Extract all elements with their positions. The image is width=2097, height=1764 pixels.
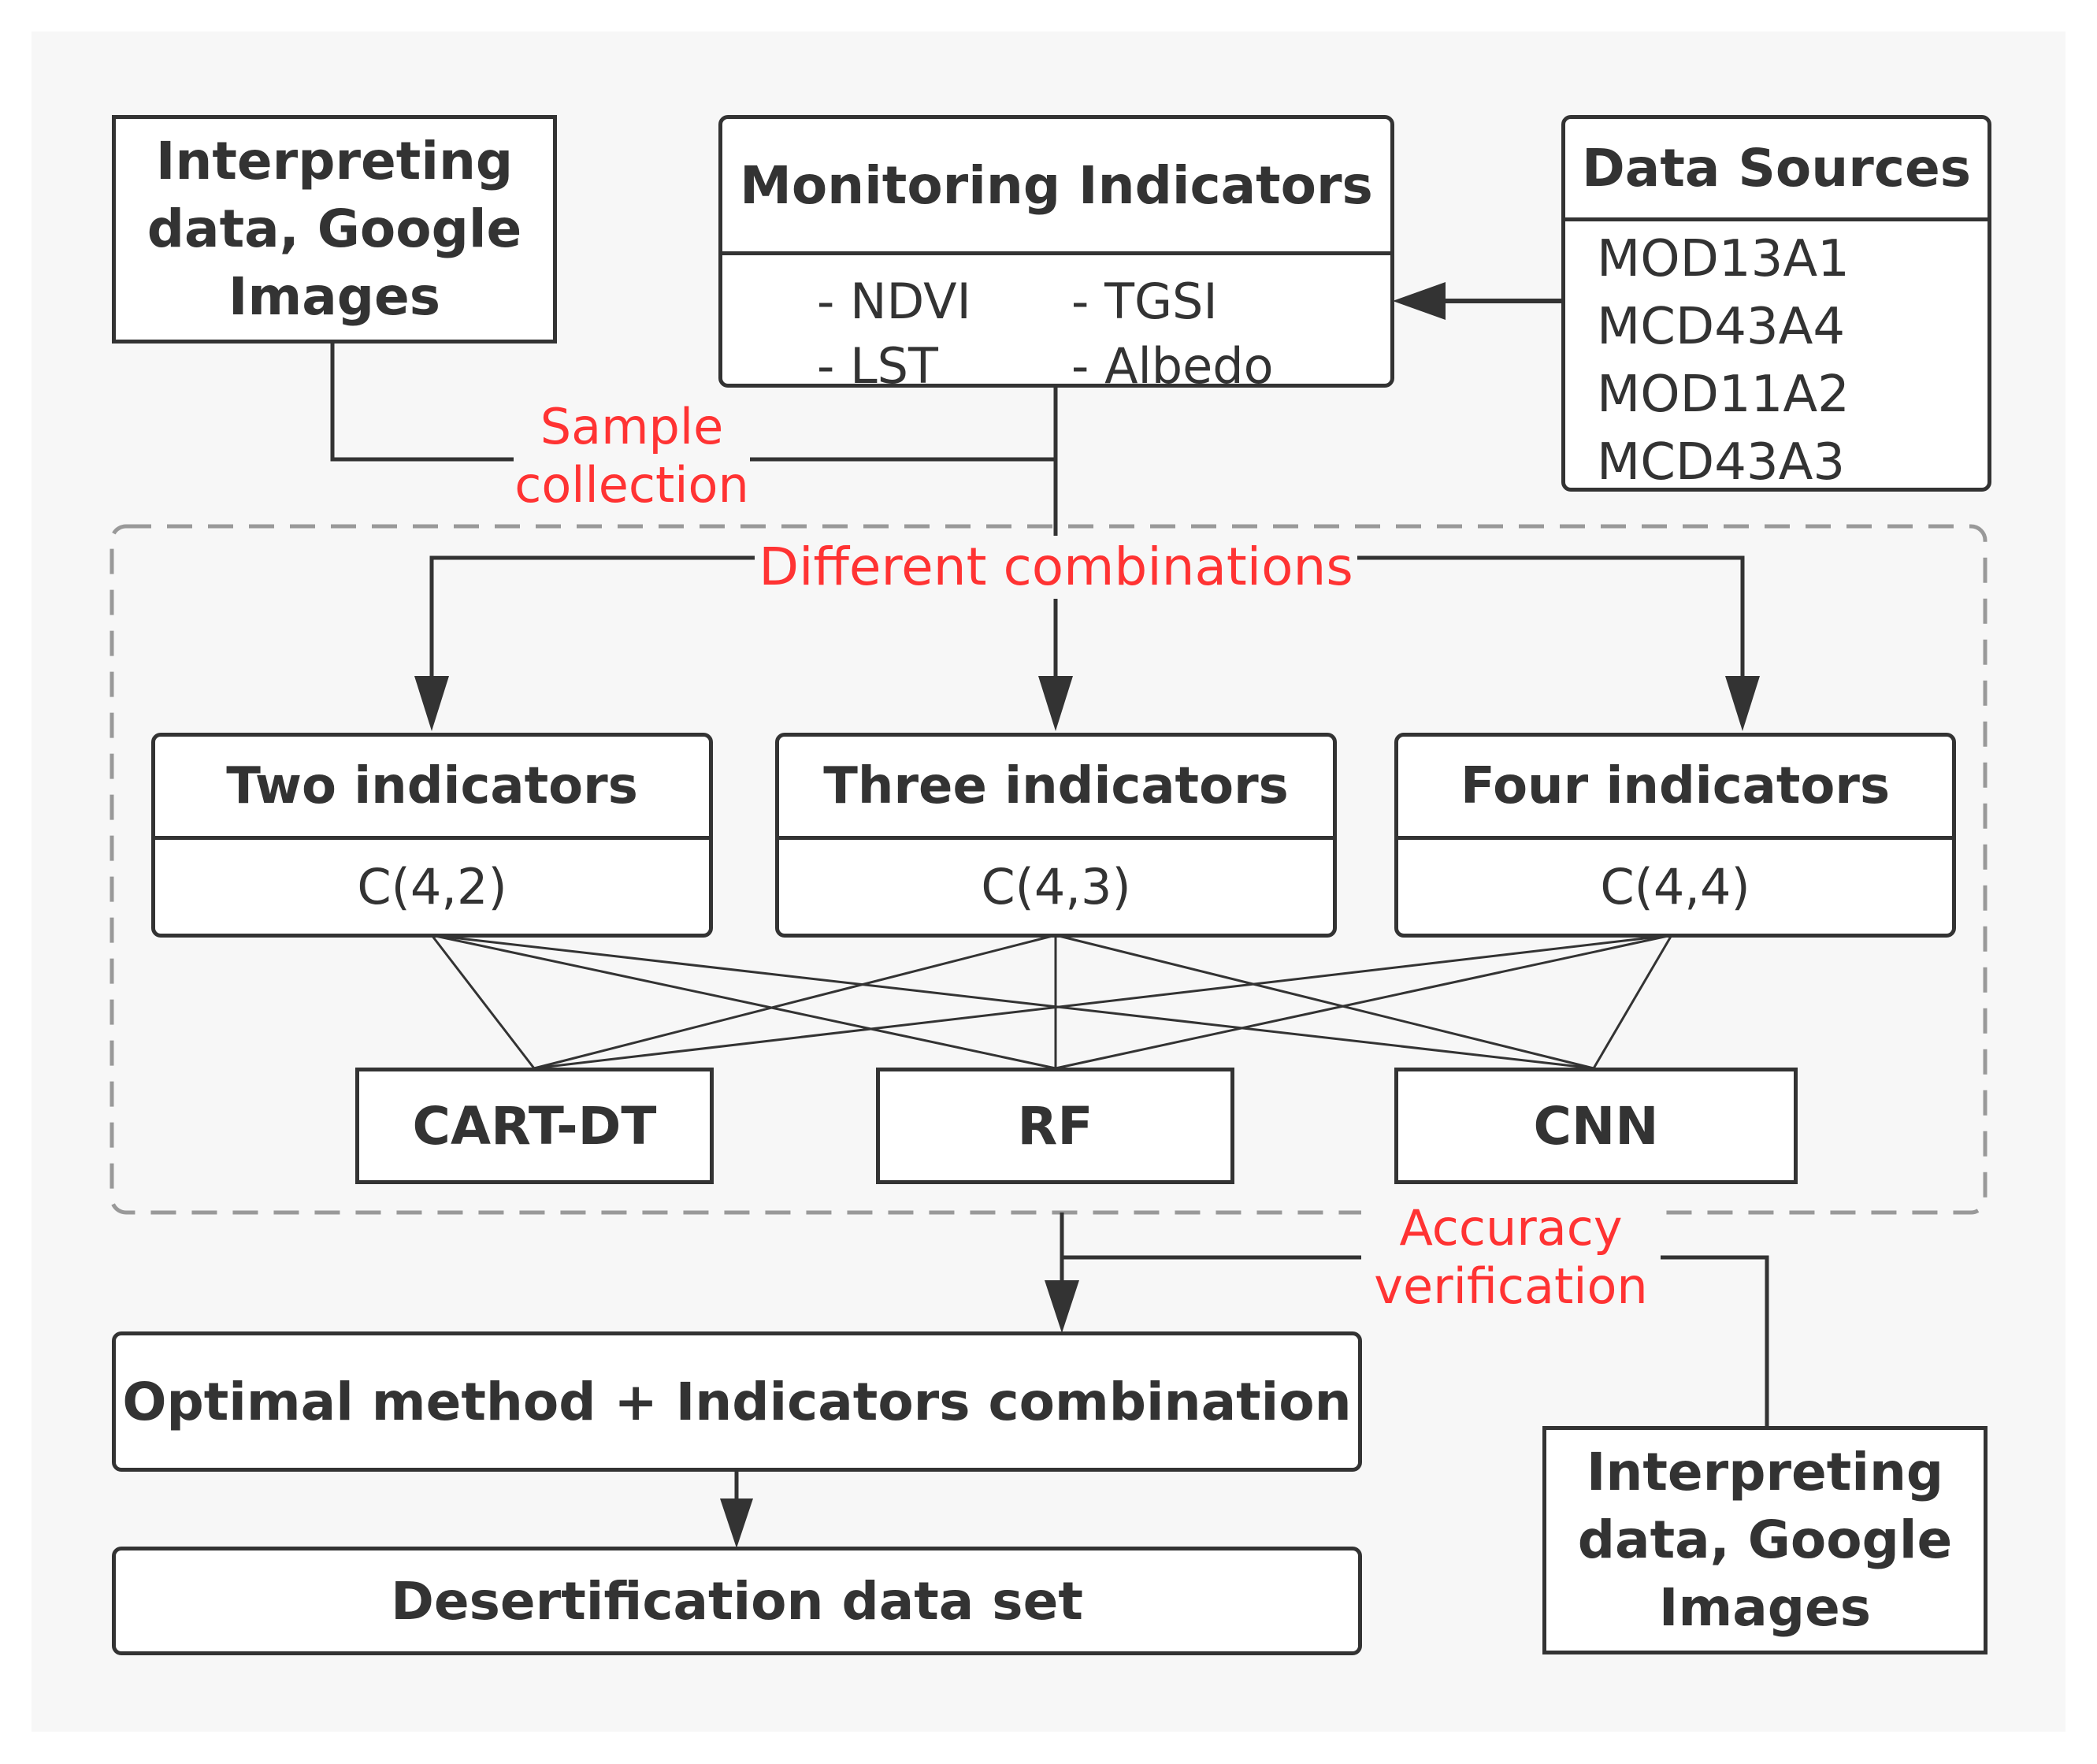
indicator-ndvi: - NDVI <box>817 273 971 330</box>
four-indicators-box: Four indicators C(4,4) <box>1394 733 1956 938</box>
arrow-to-two <box>414 676 449 731</box>
source-mcd43a3: MCD43A3 <box>1597 433 1846 492</box>
three-indicators-box: Three indicators C(4,3) <box>775 733 1337 938</box>
two-indicators-box: Two indicators C(4,2) <box>151 733 713 938</box>
arrow-to-optimal <box>1045 1280 1079 1333</box>
desertification-dataset-box: Desertification data set <box>112 1547 1362 1655</box>
arrow-to-four <box>1725 676 1760 731</box>
method-cnn-box: CNN <box>1394 1068 1798 1184</box>
source-mod11a2: MOD11A2 <box>1597 366 1850 424</box>
monitoring-indicators-box: Monitoring Indicators - NDVI - TGSI - LS… <box>718 115 1394 395</box>
interpreting-bottom-line-1: Interpreting <box>1586 1442 1944 1502</box>
combination-group-dashed-border <box>109 524 1988 1215</box>
interpreting-line-3: Images <box>228 266 441 327</box>
interpreting-bottom-line-3: Images <box>1658 1577 1872 1638</box>
interpreting-line-2: data, Google <box>147 199 522 259</box>
sample-collection-line-2: collection <box>514 456 749 514</box>
different-combinations-label: Different combinations <box>755 536 1357 599</box>
optimal-method-box: Optimal method + Indicators combination <box>112 1331 1362 1472</box>
monitoring-indicators-title: Monitoring Indicators <box>722 119 1390 255</box>
indicator-albedo: - Albedo <box>1071 337 1274 395</box>
two-indicators-value: C(4,2) <box>357 858 507 915</box>
three-indicators-title: Three indicators <box>779 737 1333 840</box>
interpreting-data-box-top: Interpreting data, Google Images <box>112 115 557 344</box>
data-sources-box: Data Sources MOD13A1 MCD43A4 MOD11A2 MCD… <box>1561 115 1991 492</box>
method-crossing-lines <box>430 934 1673 1070</box>
four-indicators-title: Four indicators <box>1398 737 1952 840</box>
method-cart-dt-box: CART-DT <box>355 1068 714 1184</box>
interpreting-bottom-line-2: data, Google <box>1577 1510 1953 1570</box>
indicator-tgsi: - TGSI <box>1071 273 1218 330</box>
accuracy-line-1: Accuracy <box>1399 1199 1623 1257</box>
interpreting-line-1: Interpreting <box>155 131 514 191</box>
sources-to-indicators-arrowhead <box>1393 282 1446 320</box>
two-indicators-title: Two indicators <box>155 737 709 840</box>
accuracy-line-2: verification <box>1374 1257 1648 1315</box>
source-mcd43a4: MCD43A4 <box>1597 298 1846 356</box>
interpreting-data-box-bottom: Interpreting data, Google Images <box>1542 1426 1988 1654</box>
three-indicators-value: C(4,3) <box>981 858 1131 915</box>
interpreting-to-sample-line <box>330 340 1056 462</box>
arrow-to-three <box>1038 676 1073 731</box>
data-sources-title: Data Sources <box>1565 119 1988 221</box>
source-mod13a1: MOD13A1 <box>1597 230 1850 288</box>
indicator-lst: - LST <box>817 337 938 395</box>
four-indicators-value: C(4,4) <box>1600 858 1750 915</box>
sample-collection-line-1: Sample <box>540 398 724 455</box>
accuracy-line <box>1062 1255 1769 1428</box>
accuracy-verification-label: Accuracy verification <box>1361 1199 1661 1316</box>
arrow-to-dataset <box>720 1498 753 1548</box>
sample-collection-label: Sample collection <box>514 398 750 514</box>
method-rf-box: RF <box>876 1068 1234 1184</box>
